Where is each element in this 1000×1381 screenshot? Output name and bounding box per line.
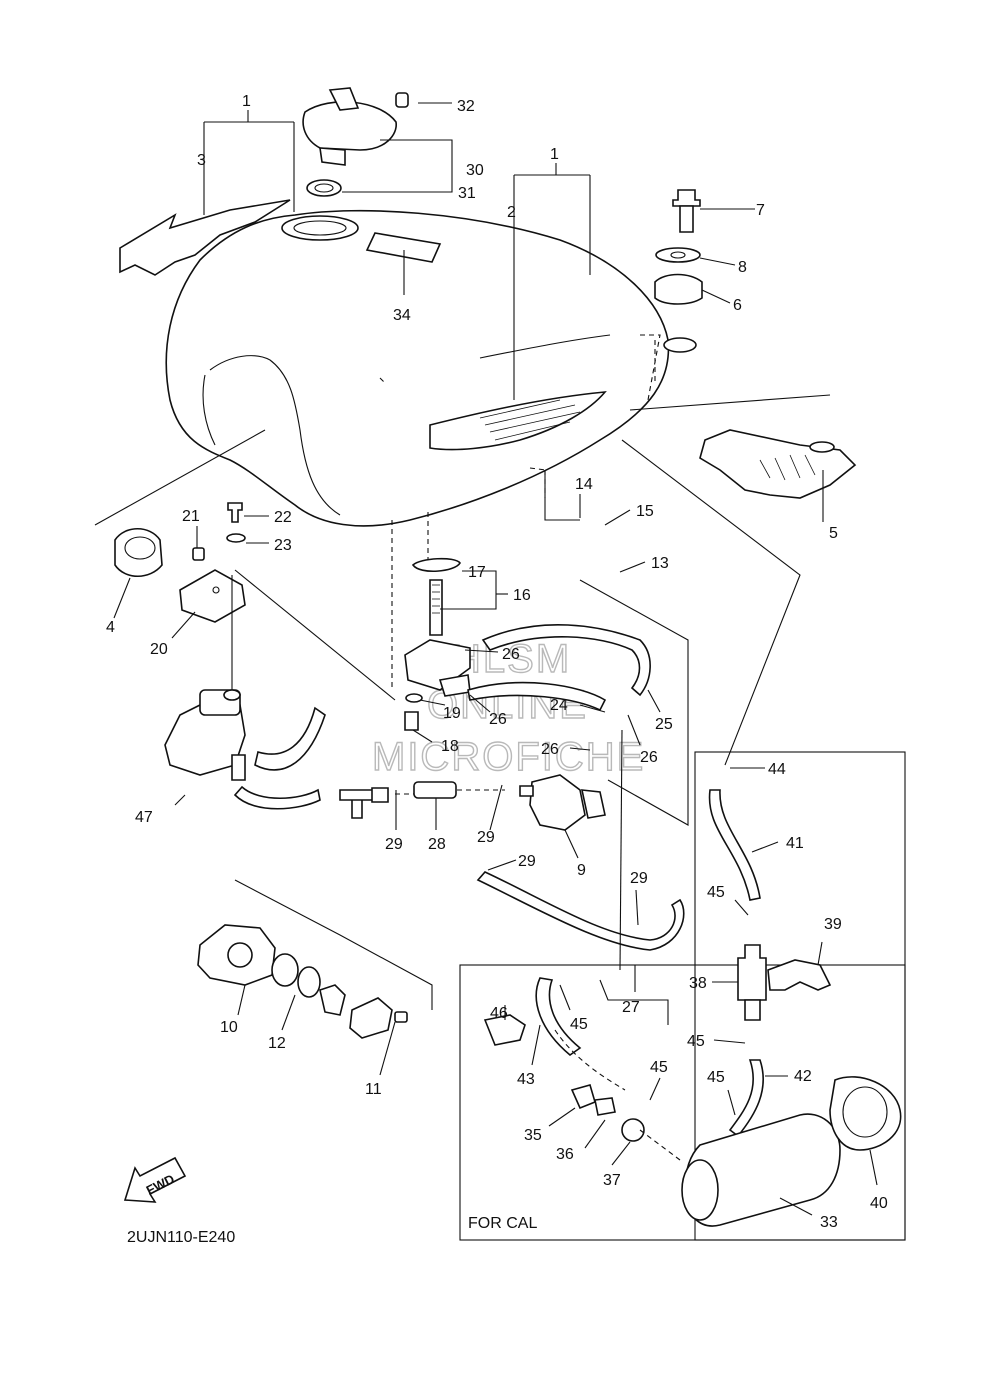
- callout: 13: [651, 555, 669, 572]
- for-cal-label: FOR CAL: [468, 1215, 537, 1232]
- callout: 25: [655, 716, 673, 733]
- callout: 27: [622, 999, 640, 1016]
- callout: 21: [182, 508, 200, 525]
- callout: 31: [458, 185, 476, 202]
- fuel-pump-bracket-parts: [114, 502, 246, 623]
- callout: 47: [135, 809, 153, 826]
- callout: 38: [689, 975, 707, 992]
- callout: 23: [274, 537, 292, 554]
- callout: 29: [518, 853, 536, 870]
- fwd-arrow-icon: FWD: [123, 1156, 187, 1203]
- callout-numbers: 1 1 2 3 4 5 6 7 8 9 10 11 12 13 14 15 16…: [106, 93, 888, 1231]
- callout: 45: [687, 1033, 705, 1050]
- callout: 37: [603, 1172, 621, 1189]
- callout: 16: [513, 587, 531, 604]
- callout: 7: [756, 202, 765, 219]
- fuel-pump: [164, 689, 505, 819]
- callout: 33: [820, 1214, 838, 1231]
- callout: 42: [794, 1068, 812, 1085]
- fuel-hoses: [467, 624, 685, 951]
- callout: 18: [441, 738, 459, 755]
- callout: 19: [443, 705, 461, 722]
- callout: 36: [556, 1146, 574, 1163]
- callout: 39: [824, 916, 842, 933]
- callout: 5: [829, 525, 838, 542]
- callout: 45: [570, 1016, 588, 1033]
- callout: 4: [106, 619, 115, 636]
- callout: 26: [640, 749, 658, 766]
- tank-mount-parts: [654, 189, 857, 499]
- callout: 14: [575, 476, 593, 493]
- fuel-cap-assembly: [302, 87, 409, 197]
- callout: 32: [457, 98, 475, 115]
- tank-emblem-decal: [119, 199, 291, 276]
- callout: 30: [466, 162, 484, 179]
- callout: 1: [242, 93, 251, 110]
- callout: 26: [502, 646, 520, 663]
- callout: 40: [870, 1195, 888, 1212]
- leader-lines: [113, 102, 878, 1216]
- fuel-pump-exploded: [197, 924, 408, 1039]
- callout: 41: [786, 835, 804, 852]
- callout: 1: [550, 146, 559, 163]
- callout: 29: [477, 829, 495, 846]
- cal-upper-frame: [694, 751, 906, 1241]
- fuel-cock: [404, 557, 606, 831]
- callout: 22: [274, 509, 292, 526]
- callout: 45: [707, 884, 725, 901]
- connection-lines: [94, 394, 831, 1161]
- callout: 29: [630, 870, 648, 887]
- callout: 28: [428, 836, 446, 853]
- cal-parts: [483, 789, 902, 1227]
- callout: 8: [738, 259, 747, 276]
- callout: 9: [577, 862, 586, 879]
- callout: 17: [468, 564, 486, 581]
- callout: 10: [220, 1019, 238, 1036]
- diagram-code: 2UJN110-E240: [127, 1229, 235, 1246]
- callout: 3: [197, 152, 206, 169]
- fuel-tank: [165, 209, 697, 690]
- callout: 15: [636, 503, 654, 520]
- callout: 24: [550, 697, 568, 714]
- callout: 29: [385, 836, 403, 853]
- callout: 2: [507, 204, 516, 221]
- watermark-line-3: MICROFICHE: [372, 735, 645, 779]
- callout: 12: [268, 1035, 286, 1052]
- callout: 34: [393, 307, 411, 324]
- callout: 44: [768, 761, 786, 778]
- callout: 26: [541, 741, 559, 758]
- callout: 20: [150, 641, 168, 658]
- callout: 35: [524, 1127, 542, 1144]
- callout: 26: [489, 711, 507, 728]
- callout: 11: [365, 1081, 382, 1098]
- callout: 46: [490, 1005, 508, 1022]
- callout: 45: [707, 1069, 725, 1086]
- callout: 6: [733, 297, 742, 314]
- callout: 45: [650, 1059, 668, 1076]
- callout: 43: [517, 1071, 535, 1088]
